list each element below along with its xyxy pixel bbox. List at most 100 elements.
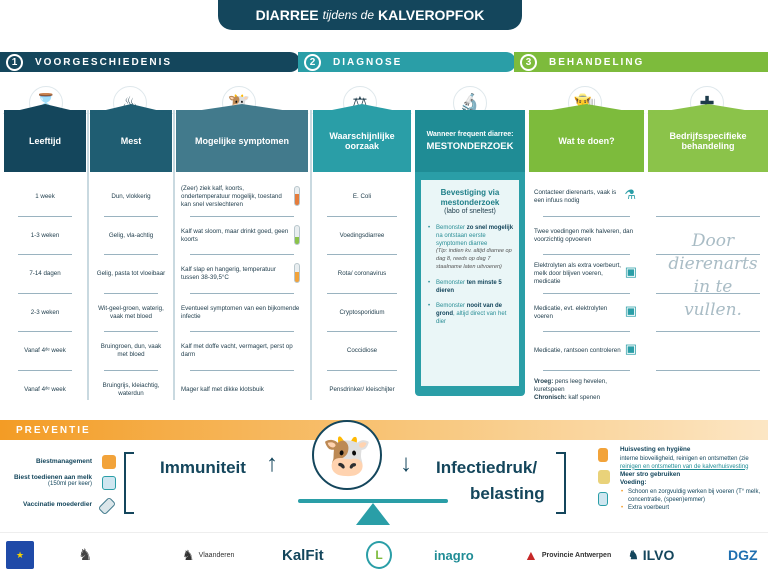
bottle-icon	[598, 492, 608, 506]
step-label: BEHANDELING	[549, 56, 645, 68]
column-bedrijfsspecifiek: Bedrijfsspecifieke behandeling Door dier…	[648, 110, 768, 400]
inagro-logo: inagro	[434, 547, 474, 563]
huisvesting-text: interne bioveiligheid, reinigen en ontsm…	[620, 455, 749, 462]
cell-leeftijd: 1-3 weken	[4, 217, 86, 256]
cell-leeftijd: Vanaf 4ᵈᵉ week	[4, 332, 86, 371]
cell-doen: Vroeg: pens leeg hevelen, kuretspeen Chr…	[529, 371, 644, 410]
thermometer-mid-icon	[294, 263, 300, 283]
eu-flag-logo: ★	[6, 541, 34, 569]
doen-chronisch-label: Chronisch:	[534, 393, 567, 401]
header-leeftijd: Leeftijd	[4, 110, 86, 172]
arrow-down-icon: ↓	[400, 450, 412, 477]
header-wat-te-doen: Wat te doen?	[529, 110, 644, 172]
bottle-icon	[102, 476, 116, 490]
medicine-icon: ▣	[624, 302, 637, 318]
doen-chronisch: Chronisch: kalf spenen	[534, 394, 600, 402]
cell-oorzaak: Voedingsdiarree	[313, 217, 411, 256]
footer-logos: ★ ♞ ♞Vlaanderen KalFit L inagro ▲Provinc…	[0, 532, 768, 576]
bullet-text: na ontstaan eerste symptomen diarree	[436, 232, 488, 247]
prevent-label-text: Vaccinatie moederdier	[22, 501, 92, 508]
arrow-up-icon: ↑	[266, 450, 278, 477]
doen-vroeg-text: pens leeg hevelen, kuretspeen	[534, 377, 607, 393]
bullet-zo-snel: Bemonster zo snel mogelijk na ontstaan e…	[428, 225, 514, 272]
medicine-icon: ▣	[624, 341, 637, 356]
symptom-text: (Zeer) ziek kalf, koorts, ondertemperatu…	[181, 185, 282, 209]
column-leeftijd: Leeftijd 1 week 1-3 weken 7-14 dagen 2-3…	[4, 110, 86, 400]
empty-lines	[656, 178, 760, 371]
provincie-text: Provincie Antwerpen	[541, 551, 612, 559]
bullet-text: Bemonster	[436, 303, 467, 310]
cell-oorzaak: Cryptosporidium	[313, 294, 411, 333]
doen-text: Contacteer dierenarts, vaak is een infuu…	[534, 189, 617, 205]
divider	[87, 110, 89, 400]
prevent-biestmanagement: Biestmanagement	[0, 458, 92, 465]
cell-leeftijd: Vanaf 4ᵈᵉ week	[24, 385, 66, 393]
cell-leeftijd: 1 week	[4, 178, 86, 217]
preventie-banner: PREVENTIE	[0, 420, 768, 440]
column-oorzaak: Waarschijnlijke oorzaak E. Coli Voedings…	[313, 110, 411, 400]
prevent-label-text: Biestmanagement	[36, 458, 92, 465]
header-bedrijfsspecifiek: Bedrijfsspecifieke behandeling	[648, 110, 768, 172]
thermometer-normal-icon	[294, 224, 300, 245]
ilvo-logo: ♞ILVO	[628, 541, 674, 569]
cell-mest: Gelig, vla-achtig	[90, 217, 172, 256]
voeding-heading: Voeding:	[620, 479, 647, 487]
bracket-right	[556, 452, 566, 514]
brush-icon	[598, 448, 608, 462]
cell-mest: Bruingroen, dun, vaak met bloed	[90, 332, 172, 371]
lion-icon: ♞	[628, 548, 639, 562]
stro-heading: Meer stro gebruiken	[620, 470, 681, 478]
bullet-bold: nooit van de grond	[436, 303, 503, 318]
cell-mest: Gelig, pasta tot vloeibaar	[90, 255, 172, 294]
preventie-label: PREVENTIE	[16, 424, 91, 436]
step-number: 1	[6, 53, 23, 71]
header-symptomen: Mogelijke symptomen	[176, 110, 308, 172]
column-wat-te-doen: Wat te doen? Contacteer dierenarts, vaak…	[529, 110, 644, 401]
reinigen-link[interactable]: reinigen en ontsmetten van de kalverhuis…	[620, 463, 749, 470]
bullet-bold: zo snel mogelijk	[466, 225, 514, 231]
cell-symptomen: Kalf slap en hangerig, temperatuur tusse…	[176, 255, 308, 294]
divider	[173, 110, 175, 400]
mestonderzoek-body: Bevestiging via mestonderzoek (labo of s…	[421, 180, 519, 386]
vlaanderen-text: Vlaanderen	[198, 551, 235, 559]
symptom-text: Kalf slap en hangerig, temperatuur tusse…	[181, 266, 276, 282]
bullet-text: Bemonster	[436, 225, 467, 231]
mestonderzoek-header: Wanneer frequent diarree: MESTONDERZOEK	[415, 110, 525, 172]
lion-icon: ♞	[182, 546, 195, 563]
header-mest: Mest	[90, 110, 172, 172]
cell-symptomen: Kalf met doffe vacht, vermagert, perst o…	[176, 332, 308, 371]
cell-symptomen: Mager kalf met dikke klotsbuik	[181, 385, 264, 393]
bevestiging-heading: Bevestiging via mestonderzoek	[440, 188, 500, 207]
cell-doen: Contacteer dierenarts, vaak is een infuu…	[529, 178, 644, 217]
voeding-bullet: Extra voerbeurt	[620, 504, 768, 512]
column-symptomen: Mogelijke symptomen (Zeer) ziek kalf, ko…	[176, 110, 308, 400]
cell-doen: Twee voedingen melk halveren, dan voorzi…	[529, 217, 644, 256]
cell-mest: Dun, vlokkerig	[90, 178, 172, 217]
colostrum-icon	[102, 455, 116, 469]
mestonderzoek-title: MESTONDERZOEK	[426, 140, 514, 152]
cell-leeftijd: 2-3 weken	[4, 294, 86, 333]
doen-chronisch-text: kalf spenen	[566, 393, 601, 401]
huisvesting-heading: Huisvesting en hygiëne	[620, 446, 691, 453]
dgz-logo: DGZ	[728, 547, 758, 563]
doen-text: Medicatie, rantsoen controleren	[534, 347, 621, 355]
bullet-nooit-grond: Bemonster nooit van de grond, altijd dir…	[428, 303, 514, 326]
step-number: 2	[304, 53, 321, 71]
infusion-icon: ⚗	[624, 187, 636, 202]
cell-oorzaak: Coccidiose	[313, 332, 411, 371]
voeding-bullet: Schoon en zorgvuldig werken bij voeren (…	[620, 488, 768, 504]
cell-symptomen: (Zeer) ziek kalf, koorts, ondertemperatu…	[176, 178, 308, 217]
symptom-text: Kalf wat sloom, maar drinkt goed, geen k…	[181, 227, 289, 243]
bevestiging-sub: (labo of sneltest)	[444, 208, 496, 215]
handwritten-note: Door dierenarts in te vullen.	[668, 231, 758, 320]
doen-text: Medicatie, evt. elektrolyten voeren	[534, 304, 608, 320]
round-logo: L	[366, 541, 392, 569]
prevent-right-text: Huisvesting en hygiëne interne bioveilig…	[620, 446, 768, 512]
mestonderzoek-panel: Wanneer frequent diarree: MESTONDERZOEK …	[415, 110, 525, 396]
prevent-label-sub: (150ml per keer)	[47, 481, 92, 487]
title-pre: DIARREE	[255, 7, 319, 23]
prevent-vaccinatie: Vaccinatie moederdier	[0, 501, 92, 508]
medicine-icon: ▣	[624, 264, 637, 279]
